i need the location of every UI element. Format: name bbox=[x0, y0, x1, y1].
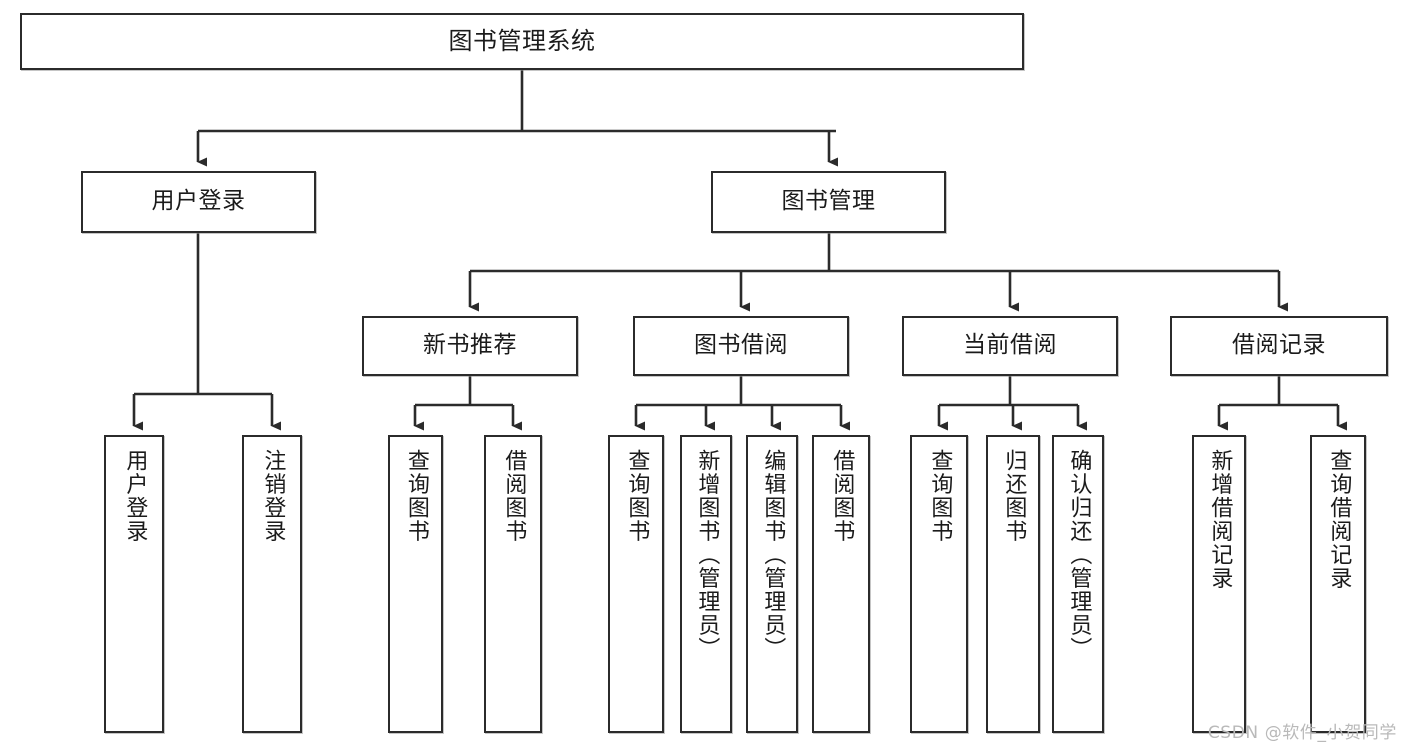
node-leaf-confirm-return-admin[interactable]: 确认归还（管理员） bbox=[1052, 435, 1104, 733]
node-leaf-user-login-label: 用户登录 bbox=[122, 449, 148, 543]
node-leaf-query-borrow-record-label: 查询借阅记录 bbox=[1326, 449, 1352, 590]
node-current-borrow-label: 当前借阅 bbox=[963, 332, 1057, 359]
node-user-login-label: 用户登录 bbox=[151, 188, 246, 215]
node-leaf-user-login[interactable]: 用户登录 bbox=[104, 435, 164, 733]
node-user-login[interactable]: 用户登录 bbox=[81, 171, 316, 233]
node-leaf-borrow-book-2-label: 借阅图书 bbox=[829, 449, 855, 543]
node-leaf-logout-login[interactable]: 注销登录 bbox=[242, 435, 302, 733]
node-leaf-query-book-2[interactable]: 查询图书 bbox=[608, 435, 664, 733]
node-leaf-query-borrow-record[interactable]: 查询借阅记录 bbox=[1310, 435, 1366, 733]
node-leaf-query-book-1[interactable]: 查询图书 bbox=[388, 435, 443, 733]
node-leaf-query-book-2-label: 查询图书 bbox=[624, 449, 650, 543]
node-root-label: 图书管理系统 bbox=[448, 27, 596, 56]
node-book-borrow-label: 图书借阅 bbox=[694, 332, 788, 359]
node-leaf-borrow-book-2[interactable]: 借阅图书 bbox=[812, 435, 870, 733]
node-leaf-add-borrow-record-label: 新增借阅记录 bbox=[1207, 449, 1233, 590]
node-leaf-confirm-return-admin-label: 确认归还（管理员） bbox=[1066, 449, 1092, 661]
node-new-book-recommend-label: 新书推荐 bbox=[423, 332, 517, 359]
node-new-book-recommend[interactable]: 新书推荐 bbox=[362, 316, 578, 376]
node-leaf-add-book-admin[interactable]: 新增图书（管理员） bbox=[680, 435, 732, 733]
node-leaf-query-book-1-label: 查询图书 bbox=[403, 449, 429, 543]
node-book-manage-label: 图书管理 bbox=[781, 188, 876, 215]
node-book-borrow[interactable]: 图书借阅 bbox=[633, 316, 849, 376]
node-leaf-add-book-admin-label: 新增图书（管理员） bbox=[694, 449, 720, 661]
node-leaf-add-borrow-record[interactable]: 新增借阅记录 bbox=[1192, 435, 1246, 733]
node-leaf-edit-book-admin-label: 编辑图书（管理员） bbox=[760, 449, 786, 661]
node-leaf-borrow-book-1[interactable]: 借阅图书 bbox=[484, 435, 542, 733]
node-leaf-borrow-book-1-label: 借阅图书 bbox=[501, 449, 527, 543]
node-root[interactable]: 图书管理系统 bbox=[20, 13, 1024, 70]
node-leaf-edit-book-admin[interactable]: 编辑图书（管理员） bbox=[746, 435, 798, 733]
node-leaf-query-book-3-label: 查询图书 bbox=[927, 449, 953, 543]
node-leaf-return-book-label: 归还图书 bbox=[1001, 449, 1027, 543]
node-leaf-logout-login-label: 注销登录 bbox=[260, 449, 286, 543]
node-borrow-record-label: 借阅记录 bbox=[1232, 332, 1326, 359]
node-book-manage[interactable]: 图书管理 bbox=[711, 171, 946, 233]
node-leaf-return-book[interactable]: 归还图书 bbox=[986, 435, 1040, 733]
watermark-text: CSDN @软件_小贺同学 bbox=[1207, 723, 1397, 743]
node-current-borrow[interactable]: 当前借阅 bbox=[902, 316, 1118, 376]
node-leaf-query-book-3[interactable]: 查询图书 bbox=[910, 435, 968, 733]
node-borrow-record[interactable]: 借阅记录 bbox=[1170, 316, 1388, 376]
